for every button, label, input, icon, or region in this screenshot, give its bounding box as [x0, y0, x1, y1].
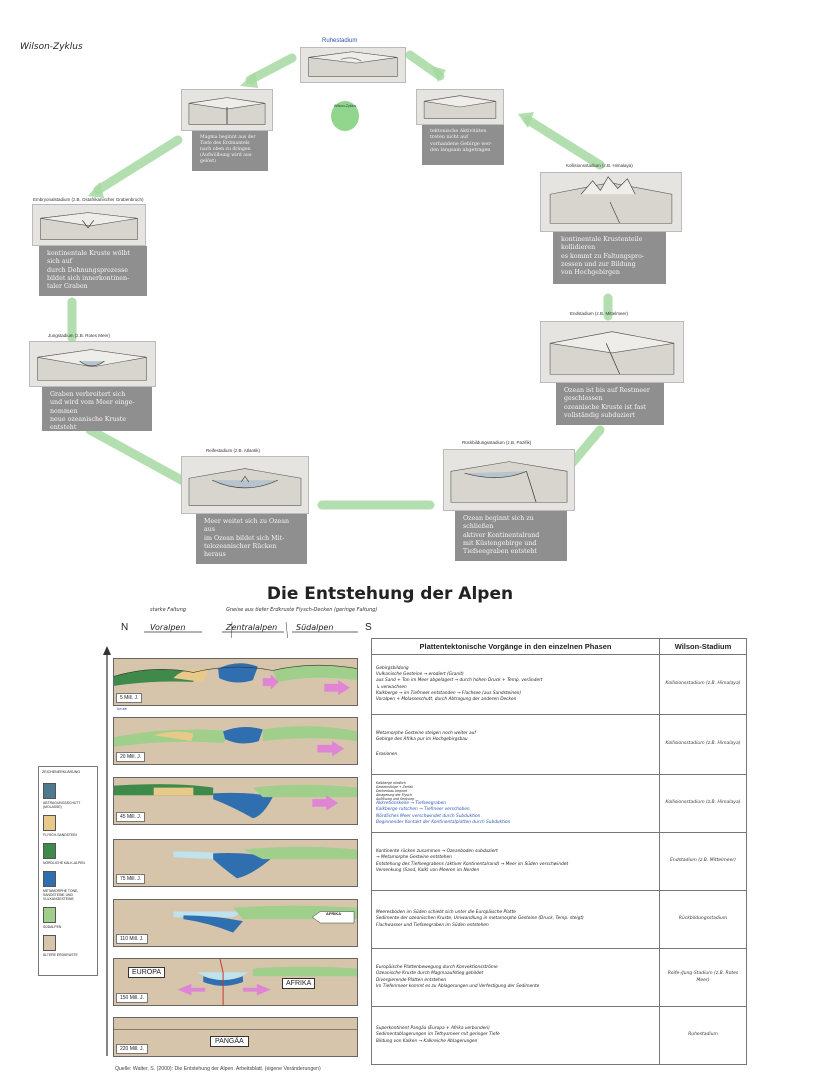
- center-note: Wilson-Zyklus: [333, 104, 357, 108]
- stage-image-young: [29, 341, 156, 387]
- arrow-collision-to-rest: [523, 115, 605, 170]
- section-150-mill: 150 Mill. J.: [113, 958, 358, 1006]
- arrow-rest-to-magma: [245, 53, 297, 85]
- stage-image-regression: [443, 449, 575, 511]
- source-citation: Quelle: Walter, S. (2000): Die Entstehun…: [115, 1066, 321, 1072]
- section-age: 5 Mill. J.: [116, 693, 143, 703]
- center-blob: [331, 101, 359, 131]
- section-110-mill: 110 Mill. J.: [113, 899, 358, 947]
- stage-name-end: Endstadium (z.B. Mittelmeer): [570, 311, 629, 316]
- legend-title: ZEICHENERKLÄRUNG: [42, 770, 81, 774]
- afrika-small-label: AFRIKA: [326, 911, 342, 916]
- stage-name-young: Jungstadium (z.B. Rotes Meer): [48, 333, 111, 338]
- table-cell-processes: Kalkberge nördlich Gesteinsfolge + Zerfa…: [371, 774, 660, 833]
- section-age: 110 Mill. J.: [116, 934, 148, 944]
- section-45-mill: 45 Mill. J.: [113, 777, 358, 825]
- table-cell-processes: Europäische Plattenbewegung durch Konvek…: [371, 948, 660, 1007]
- table-row: Europäische Plattenbewegung durch Konvek…: [371, 948, 747, 1007]
- europa-label: EUROPA: [128, 967, 166, 978]
- table-cell-processes: Meeresboden im Süden schiebt sich unter …: [371, 890, 660, 949]
- table-cell-processes: Metamorphe Gesteine steigen noch weiter …: [371, 714, 660, 775]
- arrow-magma-to-embryo: [93, 135, 183, 195]
- section-220-mill: 220 Mill. J.: [113, 1017, 358, 1057]
- table-row: Kalkberge nördlich Gesteinsfolge + Zerfa…: [371, 774, 747, 833]
- pangaea-label: PANGÄA: [210, 1036, 249, 1047]
- section-75-mill: 75 Mill. J.: [113, 839, 358, 887]
- arrow-young-to-mature: [85, 425, 190, 487]
- page-title: Wilson-Zyklus: [20, 42, 83, 52]
- table-cell-processes: Kontinente rücken zusammen → Ozeanboden …: [371, 832, 660, 891]
- table-cell-processes: Superkontinent Pangäa (Europa + Afrika v…: [371, 1006, 660, 1065]
- legend-item: SÜDALPEN: [43, 907, 93, 929]
- table-cell-stage: Rückbildungsstadium: [659, 890, 747, 949]
- section-20-mill: 20 Mill. J.: [113, 717, 358, 765]
- section-age: 45 Mill. J.: [116, 812, 146, 822]
- stage-image-end: [540, 321, 684, 383]
- table-header-stage: Wilson-Stadium: [659, 638, 747, 655]
- afrika-label: AFRIKA: [282, 978, 316, 989]
- stage-image-quiet: [416, 89, 504, 125]
- time-arrow: [103, 646, 111, 1056]
- legend-item: METAMORPHE TONE, SANDSTEINE UND VULKANGE…: [43, 871, 93, 901]
- stage-name-rest: Ruhestadium: [322, 38, 358, 44]
- table-cell-stage: Kollisionsstadium (z.B. Himalaya): [659, 714, 747, 775]
- section-age: 75 Mill. J.: [116, 874, 146, 884]
- stage-name-embryo: Embryonalstadium (z.B. Ostafrikanischer …: [33, 197, 144, 202]
- stage-image-mature: [181, 456, 309, 514]
- alps-title: Die Entstehung der Alpen: [266, 584, 514, 604]
- legend-item: ABTRAGUNGSSCHUTT (MOLASSE): [43, 783, 93, 809]
- table-cell-stage: Reife-/Jung-Stadium (z.B. Rotes Meer): [659, 948, 747, 1007]
- legend-item: FLYSCH-SANDSTEIN: [43, 815, 93, 837]
- legend-item: ÄLTERE ERDKRUSTE: [43, 935, 93, 957]
- region-note-zentralalpen: Gneise aus tiefer Erdkruste: [226, 607, 295, 613]
- table-cell-stage: Endstadium (z.B. Mittelmeer): [659, 832, 747, 891]
- section-age: 20 Mill. J.: [116, 752, 146, 762]
- phases-table: Plattentektonische Vorgänge in den einze…: [371, 638, 747, 1065]
- table-cell-stage: Ruhestadium: [659, 1006, 747, 1065]
- stage-name-collision: Kollisionsstadium (z.B. Himalaya): [566, 163, 633, 168]
- stage-name-mature: Reifestadium (z.B. Atlantik): [206, 448, 261, 453]
- table-row: Kontinente rücken zusammen → Ozeanboden …: [371, 832, 747, 891]
- region-label-suedalpen: Südalpen: [296, 623, 334, 632]
- section-extra-label: heute: [117, 706, 128, 711]
- section-5-mill: 5 Mill. J.: [113, 658, 358, 706]
- stage-image-rest: [300, 47, 406, 83]
- stage-name-regression: Rückbildungsstadium (z.B. Pazifik): [462, 440, 532, 445]
- table-row: Superkontinent Pangäa (Europa + Afrika v…: [371, 1006, 747, 1065]
- section-age: 220 Mill. J.: [116, 1044, 148, 1054]
- stage-image-magma: [181, 89, 273, 131]
- table-header-processes: Plattentektonische Vorgänge in den einze…: [371, 638, 660, 655]
- stage-image-collision: [540, 172, 682, 232]
- table-row: Meeresboden im Süden schiebt sich unter …: [371, 890, 747, 949]
- section-age: 150 Mill. J.: [116, 993, 148, 1003]
- north-label: N: [121, 622, 129, 633]
- stage-image-embryo: [32, 204, 146, 246]
- region-label-zentralalpen: Zentralalpen: [226, 623, 278, 632]
- table-cell-stage: Kollisionsstadium (z.B. Himalaya): [659, 774, 747, 833]
- legend: ZEICHENERKLÄRUNG ABTRAGUNGSSCHUTT (MOLAS…: [38, 766, 98, 976]
- region-label-voralpen: Voralpen: [150, 623, 186, 632]
- legend-item: NÖRDLICHE KALK-ALPEN: [43, 843, 93, 865]
- region-note-suedalpen: Flysch-Decken (geringe Faltung): [296, 607, 378, 613]
- region-underlines: [144, 621, 358, 638]
- south-label: S: [365, 622, 372, 633]
- table-row: Metamorphe Gesteine steigen noch weiter …: [371, 714, 747, 775]
- region-note-voralpen: starke Faltung: [150, 607, 187, 613]
- table-cell-stage: Kollisionsstadium (z.B. Himalaya): [659, 654, 747, 715]
